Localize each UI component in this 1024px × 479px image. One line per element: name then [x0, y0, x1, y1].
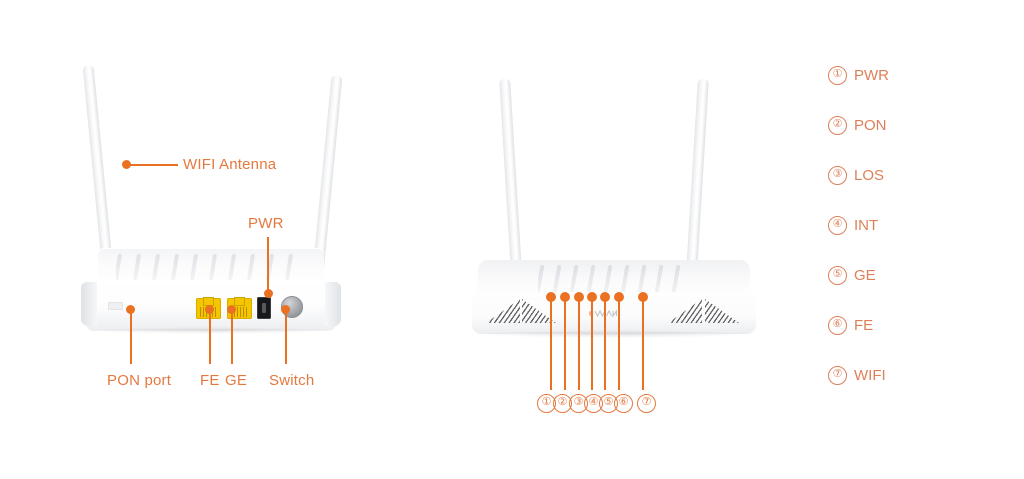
- right-router-front-face: [472, 292, 756, 334]
- left-router-top-deck: [98, 248, 324, 286]
- indicator-leader-1: [550, 301, 552, 390]
- callout-leader-wifi-antenna: [130, 163, 178, 166]
- vent-slot: [116, 254, 123, 280]
- legend-label-int: INT: [854, 217, 879, 234]
- legend-item-ge: ⑤ GE: [828, 266, 876, 285]
- indicator-dot-5: [600, 292, 610, 302]
- callout-leader-fe: [208, 312, 211, 364]
- indicator-leader-6: [618, 301, 620, 390]
- right-router-front-view: [470, 64, 760, 338]
- legend-item-pon: ② PON: [828, 116, 887, 135]
- callout-label-pwr: PWR: [248, 215, 284, 232]
- indicator-dot-7: [638, 292, 648, 302]
- legend-item-fe: ⑥ FE: [828, 316, 873, 335]
- ge-port: [227, 297, 252, 319]
- callout-dot-pwr: [263, 289, 273, 298]
- left-router-side-right: [325, 282, 341, 326]
- vent-slot: [620, 265, 630, 293]
- indicator-dot-6: [614, 292, 624, 302]
- indicator-dot-1: [546, 292, 556, 302]
- left-router-vent-slots: [116, 254, 306, 280]
- callout-dot-switch: [281, 305, 290, 314]
- callout-leader-pon-port: [129, 312, 132, 364]
- callout-label-wifi-antenna: WIFI Antenna: [183, 156, 277, 173]
- callout-label-pon-port: PON port: [107, 372, 172, 389]
- vent-slot: [569, 265, 579, 293]
- vent-slot: [603, 265, 613, 293]
- indicator-number-6: ⑥: [614, 394, 633, 413]
- legend-item-pwr: ① PWR: [828, 66, 889, 85]
- ge-port-pins: [231, 307, 248, 317]
- right-router-shadow: [478, 330, 750, 338]
- vent-slot: [246, 254, 256, 280]
- indicator-leader-4: [591, 301, 593, 390]
- callout-label-fe: FE: [200, 372, 220, 389]
- legend-label-wifi: WIFI: [854, 367, 886, 384]
- indicator-dot-3: [574, 292, 584, 302]
- legend-label-pon: PON: [854, 117, 887, 134]
- vent-slot: [586, 265, 596, 293]
- power-jack: [257, 297, 271, 319]
- vent-slot: [637, 265, 647, 293]
- legend-number-6: ⑥: [828, 316, 847, 335]
- legend-number-4: ④: [828, 216, 847, 235]
- vent-slot: [170, 254, 180, 280]
- legend-item-wifi: ⑦ WIFI: [828, 366, 886, 385]
- indicator-dot-2: [560, 292, 570, 302]
- legend-number-3: ③: [828, 166, 847, 185]
- front-vent-right-a: [668, 299, 702, 323]
- legend-number-7: ⑦: [828, 366, 847, 385]
- front-vent-right-b: [705, 299, 739, 323]
- left-router-shadow: [90, 327, 332, 334]
- callout-leader-switch: [284, 312, 287, 364]
- legend-item-int: ④ INT: [828, 216, 878, 235]
- vent-slot: [151, 254, 161, 280]
- indicator-leader-2: [564, 301, 566, 390]
- vent-slot: [227, 254, 237, 280]
- front-vent-left-a: [486, 299, 520, 323]
- legend-number-2: ②: [828, 116, 847, 135]
- indicator-number-7: ⑦: [637, 394, 656, 413]
- vent-slot: [208, 254, 218, 280]
- left-router-rear-view: [80, 64, 343, 334]
- legend-label-fe: FE: [854, 317, 874, 334]
- indicator-leader-3: [578, 301, 580, 390]
- vent-slot: [132, 254, 142, 280]
- pon-port: [108, 302, 123, 310]
- callout-leader-ge: [230, 312, 233, 364]
- right-router-top-deck: [478, 260, 750, 298]
- vent-slot: [552, 265, 562, 293]
- callout-dot-pon-port: [126, 305, 135, 314]
- legend-label-ge: GE: [854, 267, 876, 284]
- legend-label-pwr: PWR: [854, 67, 889, 84]
- indicator-leader-5: [604, 301, 606, 390]
- left-router-side-left: [81, 282, 97, 326]
- callout-label-switch: Switch: [269, 372, 315, 389]
- vent-slot: [189, 254, 199, 280]
- vent-slot: [671, 265, 681, 293]
- legend-label-los: LOS: [854, 167, 885, 184]
- vent-slot: [654, 265, 664, 293]
- legend-item-los: ③ LOS: [828, 166, 884, 185]
- vent-slot: [284, 254, 294, 280]
- right-router-vent-slots: [538, 265, 688, 293]
- vent-slot: [538, 265, 545, 293]
- legend-number-1: ①: [828, 66, 847, 85]
- indicator-dot-4: [587, 292, 597, 302]
- callout-label-ge: GE: [225, 372, 248, 389]
- callout-dot-fe: [205, 305, 214, 314]
- callout-leader-pwr: [267, 237, 269, 293]
- legend-number-5: ⑤: [828, 266, 847, 285]
- callout-dot-wifi-antenna: [122, 160, 131, 169]
- callout-dot-ge: [227, 305, 236, 314]
- indicator-leader-7: [642, 301, 644, 390]
